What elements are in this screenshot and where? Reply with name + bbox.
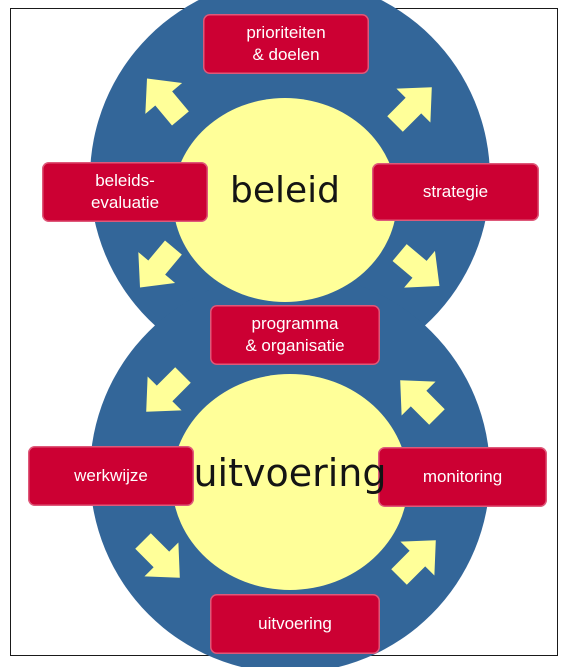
step-beleidsevaluatie: beleids- evaluatie bbox=[42, 162, 208, 222]
center-label-uitvoering: uitvoering bbox=[193, 451, 387, 495]
arrow-uitvoering-to-monitoring bbox=[391, 540, 436, 585]
step-monitoring: monitoring bbox=[378, 447, 547, 507]
step-werkwijze: werkwijze bbox=[28, 446, 194, 506]
step-uitvoering-label: uitvoering bbox=[258, 613, 332, 633]
step-strategie-label: strategie bbox=[422, 181, 489, 201]
center-label-beleid: beleid bbox=[229, 169, 340, 211]
step-programma-label: programma & organisatie bbox=[245, 313, 345, 355]
arrow-werkwijze-to-uitvoering bbox=[135, 533, 180, 578]
bottom-inner-disc bbox=[172, 374, 408, 590]
arrow-evaluatie-to-prioriteiten bbox=[145, 78, 189, 126]
step-uitvoering: uitvoering bbox=[210, 594, 380, 654]
step-werkwijze-label: werkwijze bbox=[74, 465, 148, 485]
top-inner-disc bbox=[173, 98, 397, 302]
step-strategie: strategie bbox=[372, 163, 539, 221]
step-beleidsevaluatie-label: beleids- evaluatie bbox=[90, 170, 160, 212]
step-prioriteiten-label: prioriteiten & doelen bbox=[246, 22, 326, 64]
arrow-programma-to-evaluatie bbox=[138, 240, 182, 288]
arrow-monitoring-to-programma bbox=[400, 380, 445, 425]
arrow-strategie-to-programma bbox=[392, 244, 440, 288]
step-programma-organisatie: programma & organisatie bbox=[210, 305, 380, 365]
arrow-prioriteiten-to-strategie bbox=[387, 87, 432, 132]
step-prioriteiten-doelen: prioriteiten & doelen bbox=[203, 14, 369, 74]
step-monitoring-label: monitoring bbox=[422, 466, 503, 486]
arrow-programma-to-werkwijze bbox=[146, 367, 191, 412]
